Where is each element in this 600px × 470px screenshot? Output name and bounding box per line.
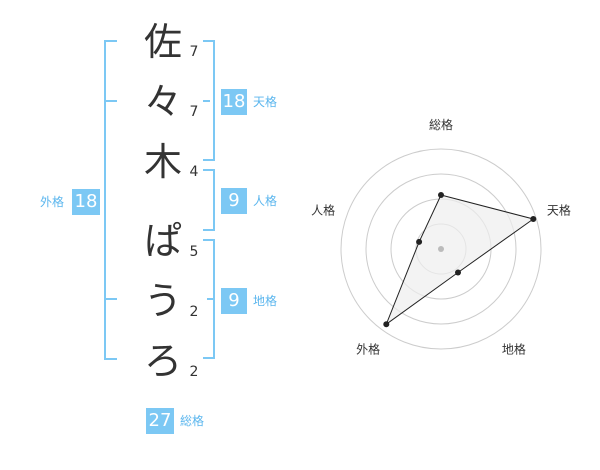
stroke-count-6: 2 xyxy=(189,364,199,380)
stroke-count-4: 5 xyxy=(189,244,199,260)
radar-point-3 xyxy=(455,269,461,276)
jinkaku-value-badge: 9 xyxy=(221,188,247,214)
gaikaku-label: 外格 xyxy=(40,195,65,209)
stroke-count-3: 4 xyxy=(189,164,199,180)
chikaku-label: 地格 xyxy=(253,294,278,308)
stroke-count-2: 7 xyxy=(189,104,199,120)
name-char-3: 木 xyxy=(143,140,182,184)
stroke-count-5: 2 xyxy=(189,304,199,320)
gaikaku-bracket xyxy=(104,40,117,360)
radar-axis-label-1: 総格 xyxy=(429,117,453,132)
radar-center-point xyxy=(438,246,444,252)
radar-point-2 xyxy=(530,216,537,222)
tenkaku-label: 天格 xyxy=(253,95,278,109)
radar-ring-3 xyxy=(365,173,517,325)
radar-axis-label-5: 人格 xyxy=(311,203,335,218)
name-char-5: う xyxy=(143,279,182,323)
jinkaku-label: 人格 xyxy=(253,194,278,208)
stroke-count-1: 7 xyxy=(189,44,199,60)
soukaku-label: 総格 xyxy=(180,414,205,428)
radar-point-5 xyxy=(416,238,423,245)
jinkaku-bracket xyxy=(203,169,215,231)
radar-point-1 xyxy=(438,192,444,198)
soukaku-value-badge: 27 xyxy=(146,408,174,434)
chikaku-value-badge: 9 xyxy=(221,288,247,314)
radar-axis-label-3: 地格 xyxy=(502,341,526,356)
radar-polygon xyxy=(385,194,535,326)
radar-shape xyxy=(383,192,537,328)
radar-axis-label-4: 外格 xyxy=(356,341,380,356)
tenkaku-bracket xyxy=(203,40,215,161)
radar-ring-4 xyxy=(340,148,542,350)
radar-axis-label-2: 天格 xyxy=(547,203,571,218)
radar-point-4 xyxy=(383,321,390,328)
name-char-4: ぱ xyxy=(143,219,182,263)
tenkaku-value-badge: 18 xyxy=(221,89,247,115)
name-char-2: 々 xyxy=(143,80,182,124)
name-char-1: 佐 xyxy=(143,20,182,64)
name-char-6: ろ xyxy=(143,339,182,383)
chikaku-bracket xyxy=(203,239,215,359)
gaikaku-value-badge: 18 xyxy=(72,189,100,215)
